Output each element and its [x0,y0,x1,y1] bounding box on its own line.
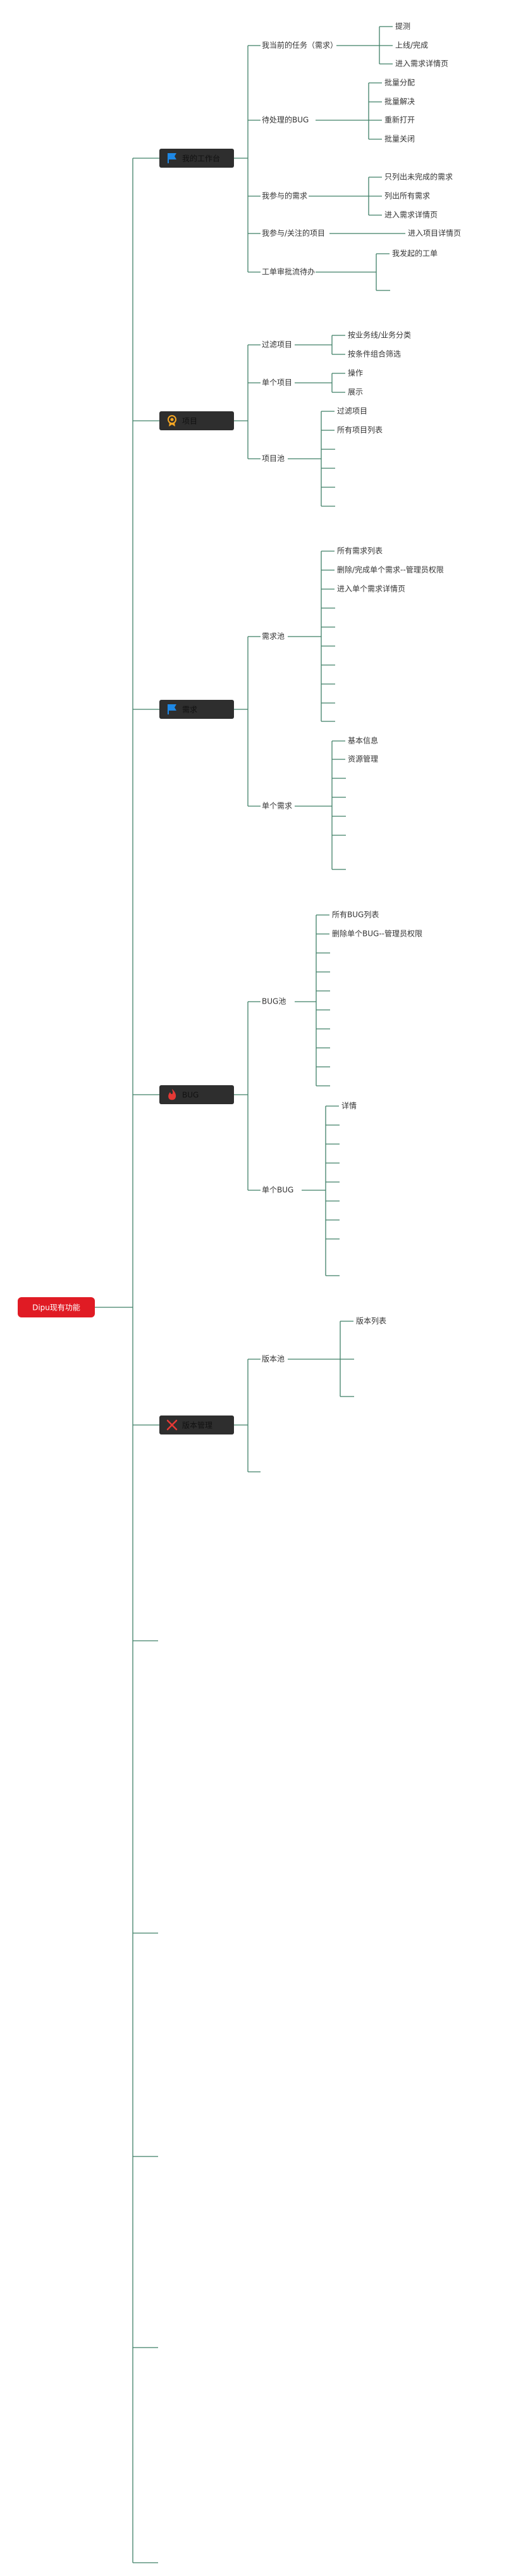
category-node-workbench[interactable] [159,149,234,168]
leaf-label: 所有项目列表 [337,426,383,435]
leaf-label: 列出所有需求 [384,192,430,201]
leaf-label: 提测 [395,22,410,31]
branch-label: 单个需求 [262,802,292,811]
branch-label: 单个BUG [262,1186,293,1195]
category-label-project: 项目 [182,417,197,426]
leaf-label: 我发起的工单 [392,249,438,258]
category-label-workbench: 我的工作台 [182,154,220,163]
leaf-label: 重新打开 [384,115,415,125]
category-label-requirement: 需求 [182,706,197,714]
leaf-label: 批量关闭 [384,134,415,144]
branch-label: 项目池 [262,454,285,463]
leaf-label: 进入需求详情页 [384,210,438,220]
branch-label: 单个项目 [262,378,292,387]
branch-label: 版本池 [262,1355,285,1364]
leaf-label: 进入需求详情页 [395,59,448,68]
branch-label: 工单审批流待办 [262,267,315,277]
flag-icon [168,704,176,714]
leaf-label: 进入单个需求详情页 [337,584,405,594]
branch-label: BUG池 [262,997,286,1006]
branch-label: 过滤项目 [262,340,292,349]
category-label-version: 版本管理 [182,1421,212,1430]
leaf-label: 所有需求列表 [337,547,383,556]
category-node-version[interactable] [159,1416,234,1434]
leaf-label: 上线/完成 [395,40,428,50]
root-label: Dipu现有功能 [32,1304,80,1312]
leaf-label: 过滤项目 [337,407,367,416]
leaf-label: 删除单个BUG--管理员权限 [332,929,422,938]
root-node[interactable] [18,1297,95,1317]
branch-label: 待处理的BUG [262,115,309,125]
medal-icon [168,415,176,426]
mind-map-nodes: Dipu现有功能我的工作台我当前的任务（需求）提测上线/完成进入需求详情页待处理… [18,22,461,1434]
leaf-label: 资源管理 [348,754,378,764]
connector-lines [95,26,405,2563]
branch-label: 需求池 [262,632,285,641]
leaf-label: 详情 [341,1101,357,1111]
leaf-label: 批量分配 [384,78,415,87]
leaf-label: 按业务线/业务分类 [348,330,411,340]
leaf-label: 按条件组合筛选 [348,349,401,359]
leaf-label: 删除/完成单个需求--管理员权限 [337,565,444,575]
leaf-label: 版本列表 [356,1317,386,1326]
tools-icon [166,1419,178,1431]
fire-icon [168,1089,176,1100]
flag-icon [168,153,176,163]
leaf-label: 只列出未完成的需求 [384,172,453,182]
branch-label: 我当前的任务（需求） [262,40,338,50]
category-node-project[interactable] [159,411,234,430]
leaf-label: 进入项目详情页 [408,228,461,238]
category-node-bug[interactable] [159,1085,234,1104]
leaf-label: 批量解决 [384,97,415,106]
category-label-bug: BUG [182,1091,199,1100]
leaf-label: 操作 [348,368,363,378]
category-node-requirement[interactable] [159,700,234,719]
leaf-label: 基本信息 [348,736,378,745]
leaf-label: 展示 [348,388,363,397]
branch-label: 我参与的需求 [262,191,307,201]
branch-label: 我参与/关注的项目 [262,228,325,238]
leaf-label: 所有BUG列表 [332,911,379,919]
